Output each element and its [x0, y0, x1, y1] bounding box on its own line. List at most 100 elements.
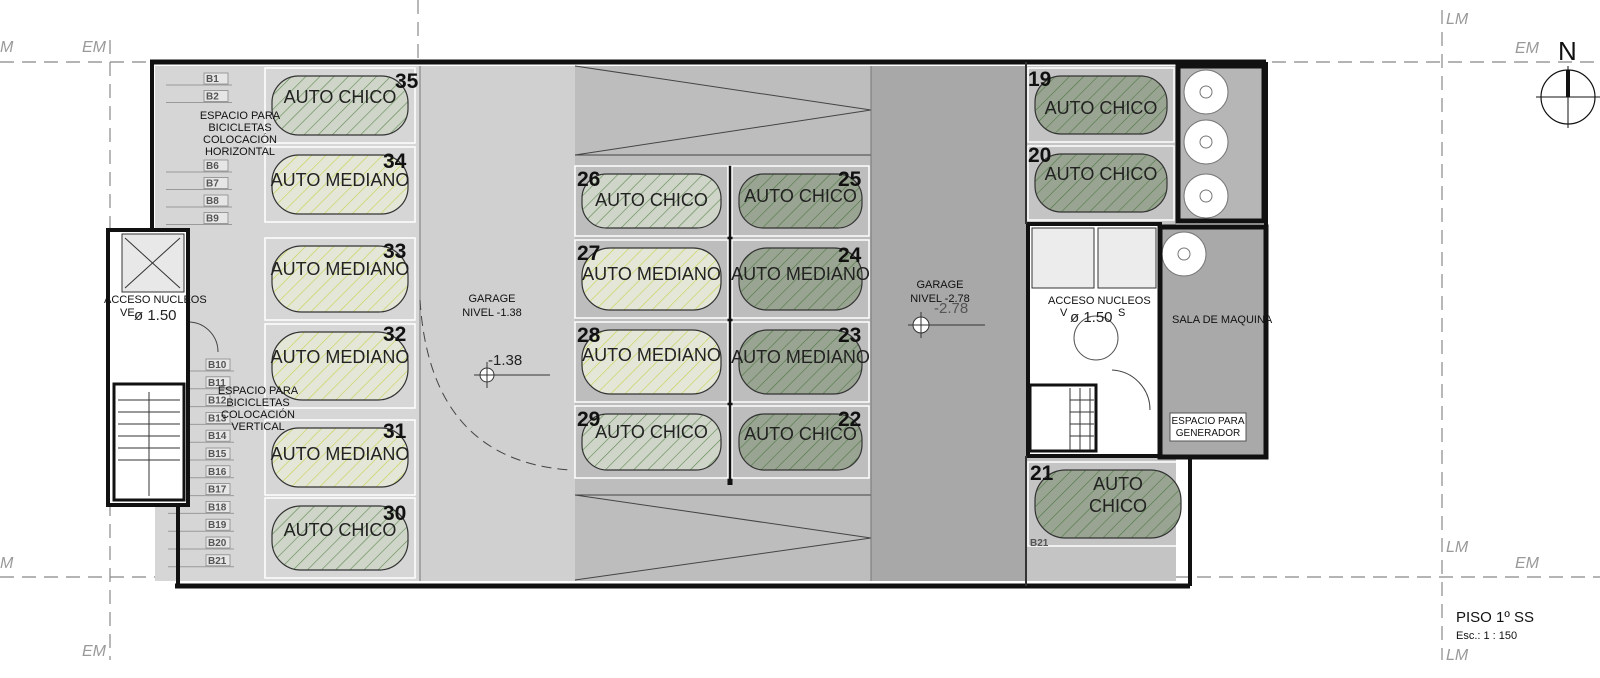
parking-space-number: 24 [838, 244, 862, 267]
car-outline [271, 154, 409, 215]
parking-space-number: 21 [1030, 462, 1054, 485]
bike-slot-box [205, 500, 231, 513]
water-tanks [1161, 69, 1229, 277]
parking-bay-outline [264, 323, 416, 409]
bike-slot-box [205, 536, 231, 549]
parking-space-number: 31 [383, 420, 407, 443]
bike-slot-label: B19 [208, 520, 227, 531]
car-outline [581, 413, 722, 471]
bike-space-extra: B21 [1030, 538, 1049, 549]
parking-bay-outline [574, 165, 729, 237]
garage-east-title: GARAGE [916, 279, 963, 291]
east-core-sub-2: S [1118, 307, 1125, 319]
parking-space-number: 30 [383, 502, 406, 525]
axis-label-em-4: EM [82, 643, 107, 660]
machine-room-wall [1157, 224, 1269, 460]
parking-bay-outline [731, 321, 870, 403]
parking-bay-outline [574, 239, 729, 319]
parking-space-label: AUTO [1093, 474, 1143, 494]
bike-slot-label: B21 [208, 556, 227, 567]
west-core-diameter: ø 1.50 [134, 307, 177, 324]
parking-space-number: 29 [577, 408, 600, 431]
north-arrow: N [1536, 36, 1600, 128]
bike-slot-B9: B9 [166, 212, 232, 225]
bike-slot-label: B12 [208, 396, 227, 407]
bike-slot-label: B9 [206, 214, 219, 225]
parking-bay-outline [731, 239, 870, 319]
bike-note-h-line-1: ESPACIO PARA [200, 110, 281, 122]
parking-space-label: CHICO [1089, 496, 1147, 516]
car-outline [738, 329, 863, 395]
parking-space-label: AUTO CHICO [1045, 164, 1158, 184]
parking-space-label: AUTO MEDIANO [271, 444, 410, 464]
car-outline [271, 245, 409, 313]
generator-label-line-2: GENERADOR [1176, 428, 1240, 439]
car-outline [738, 413, 863, 471]
car-outline [1034, 469, 1182, 539]
bike-slot-label: B14 [208, 431, 227, 442]
bike-slot-label: B10 [208, 360, 227, 371]
generator-label-line-1: ESPACIO PARA [1172, 416, 1245, 427]
bike-slot-B1: B1 [166, 72, 232, 86]
parking-space-label: AUTO MEDIANO [582, 264, 721, 284]
bike-slot-box [205, 358, 231, 371]
bike-slot-box [203, 159, 229, 172]
bike-slot-box [205, 394, 231, 407]
bike-note-h-line-4: HORIZONTAL [205, 146, 275, 158]
bike-slot-B6: B6 [166, 159, 232, 173]
bike-slot-box [205, 483, 231, 496]
bike-slot-label: B8 [206, 196, 219, 207]
garage-west-label: GARAGE NIVEL -1.38 -1.38 [462, 293, 550, 388]
parking-space-label: AUTO CHICO [595, 190, 708, 210]
parking-space-number: 32 [383, 323, 406, 346]
bike-slot-label: B15 [208, 449, 227, 460]
bike-slot-label: B13 [208, 413, 227, 424]
bike-slot-label: B11 [208, 378, 226, 389]
bike-slot-box [205, 465, 231, 478]
bike-slot-B8: B8 [166, 194, 232, 208]
parking-space-number: 35 [395, 70, 419, 93]
outer-walls [150, 59, 1268, 589]
axis-label-lm-3: LM [1446, 647, 1469, 664]
car-outline [1034, 75, 1168, 135]
axis-label-m-2: M [0, 555, 14, 572]
parking-space-number: 28 [577, 324, 601, 347]
zone-east-aisle [871, 66, 1026, 581]
zone-central-ramp [575, 66, 871, 581]
car-outline [271, 427, 409, 488]
car-outline [271, 75, 409, 136]
west-core-title: ACCESO NUCLEOS [104, 294, 207, 306]
parking-bay-outline [264, 237, 416, 321]
axis-label-lm-2: LM [1446, 539, 1469, 556]
grid-axes: M EM LM EM M LM EM EM LM [0, 0, 1600, 664]
bike-slot-B7: B7 [166, 177, 232, 190]
bike-note-v-line-2: BICICLETAS [226, 397, 289, 409]
bike-note-v-line-4: VERTICAL [231, 421, 285, 433]
parking-bay-outline [264, 497, 416, 579]
parking-space-label: AUTO CHICO [595, 422, 708, 442]
machine-room-label: SALA DE MAQUINA [1172, 314, 1273, 326]
bike-slot-box [205, 411, 231, 424]
garage-east-marker: -2.78 [934, 300, 968, 317]
bike-slot-label: B18 [208, 502, 227, 513]
floor-title: PISO 1º SS [1456, 609, 1534, 626]
